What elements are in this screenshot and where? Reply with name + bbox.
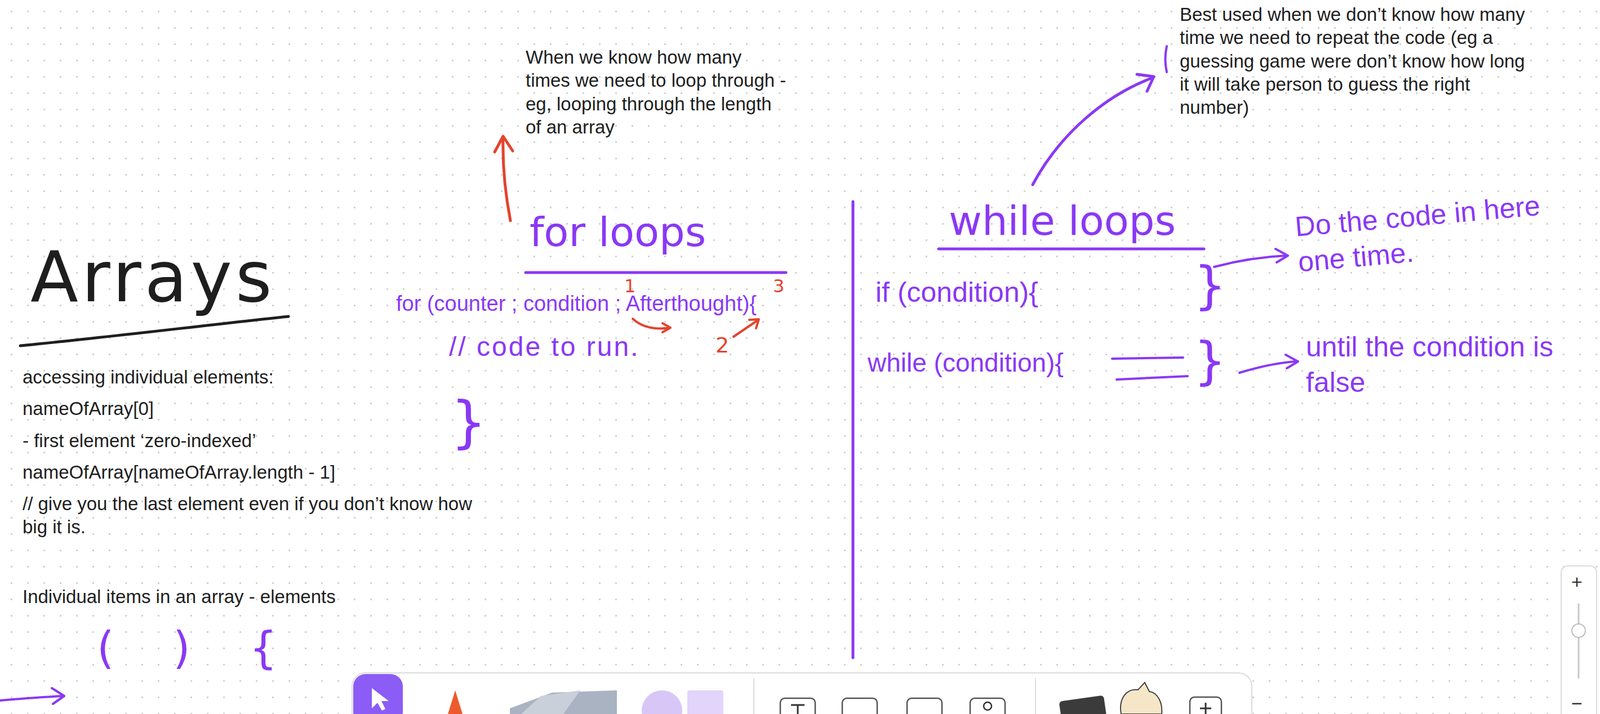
handwritten-code: // code to run.: [449, 330, 640, 364]
note-text: Individual items in an array - elements: [22, 585, 336, 609]
arrow-head: [1285, 354, 1299, 369]
note-text: When we know how many times we need to l…: [525, 45, 791, 139]
callout-number: 2: [715, 332, 730, 360]
note-text: Best used when we don’t know how many ti…: [1179, 2, 1530, 119]
heading-underline: [525, 271, 786, 275]
handwritten-code: while (condition){: [867, 347, 1064, 380]
flow-arrow: [733, 320, 759, 337]
zoom-control: [1561, 566, 1597, 714]
handwritten-note: Do the code in here one time.: [1293, 184, 1581, 280]
note-text: nameOfArray[nameOfArray.length - 1]: [22, 460, 336, 484]
arrow-head: [1275, 249, 1288, 263]
zoom-out: −: [1571, 691, 1583, 714]
arrow-head: [494, 136, 513, 153]
note-text: // give you the last element even if you…: [22, 492, 474, 540]
heading-underline: [938, 247, 1204, 251]
arrow-head: [662, 323, 671, 333]
heading: while loops: [948, 200, 1176, 242]
leader-arrow: [1032, 77, 1153, 185]
handwritten-code: ( ) {: [96, 626, 278, 671]
zoom-in: +: [1571, 570, 1583, 595]
arrow-head: [51, 688, 65, 705]
arrow-head: [749, 319, 759, 329]
heading-underline: [20, 316, 289, 346]
note-text: nameOfArray[0]: [22, 397, 154, 421]
handwritten-code: if (condition){: [875, 274, 1039, 311]
pen-mark: [1165, 46, 1167, 73]
flow-arrow: [0, 696, 62, 701]
heading: Arrays: [30, 242, 276, 313]
handwritten-code: for (counter ; condition ; Afterthought)…: [396, 290, 757, 318]
code-scribble: [1116, 376, 1188, 380]
note-text: - first element ‘zero-indexed’: [22, 429, 257, 453]
code-scribble: [1112, 357, 1184, 359]
callout-number: 3: [772, 274, 785, 298]
divider-line: [851, 201, 855, 659]
leader-arrow: [503, 138, 511, 221]
handwritten-brace: }: [450, 394, 487, 451]
handwritten-note: until the condition is false: [1305, 329, 1571, 400]
toolbar: [352, 673, 1252, 714]
handwritten-brace: }: [1193, 260, 1226, 311]
arrow-head: [1136, 74, 1154, 92]
note-text: accessing individual elements:: [22, 365, 274, 389]
heading: for loops: [529, 211, 706, 253]
handwritten-brace: }: [1193, 335, 1226, 387]
